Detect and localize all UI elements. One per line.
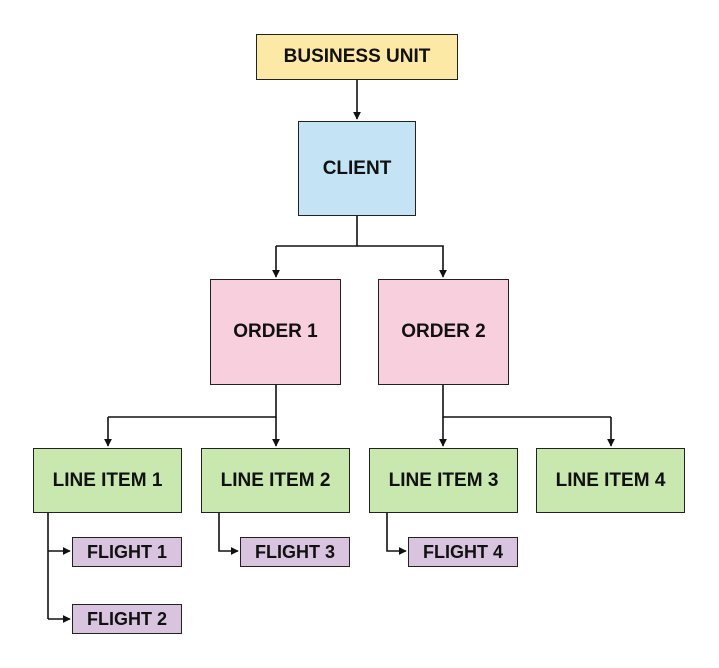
flight-3-node: FLIGHT 3 — [240, 537, 350, 567]
order-1-node: ORDER 1 — [210, 279, 341, 385]
edge-line-item-3-to-flight-4 — [386, 513, 407, 555]
flight-1-node: FLIGHT 1 — [72, 537, 182, 567]
edge-order-1-trunk — [108, 385, 277, 418]
order-2-node: ORDER 2 — [378, 279, 509, 385]
edge-order-2-trunk — [442, 385, 611, 418]
line-item-4-node: LINE ITEM 4 — [536, 448, 685, 513]
line-item-1-node: LINE ITEM 1 — [33, 448, 182, 513]
edge-client-to-order-2 — [357, 245, 447, 278]
line-item-3-node: LINE ITEM 3 — [369, 448, 518, 513]
edge-client-trunk — [276, 216, 358, 247]
business-unit-node: BUSINESS UNIT — [256, 34, 458, 80]
flight-2-node: FLIGHT 2 — [72, 604, 182, 634]
client-node: CLIENT — [298, 121, 416, 216]
line-item-2-node: LINE ITEM 2 — [201, 448, 350, 513]
flight-4-node: FLIGHT 4 — [408, 537, 518, 567]
edge-line-item-2-to-flight-3 — [218, 513, 239, 555]
